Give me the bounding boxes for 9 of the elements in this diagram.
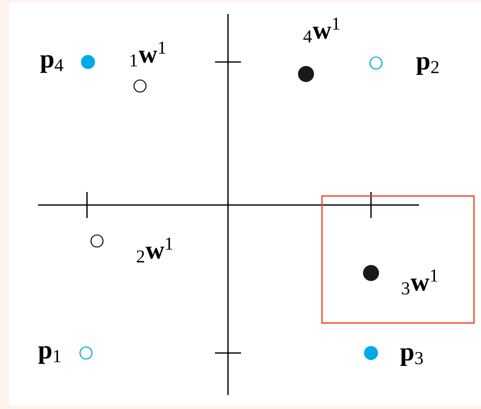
point-label: p$_{3}$ bbox=[400, 348, 423, 366]
highlight-box bbox=[321, 195, 475, 324]
point-label: p$_{4}$ bbox=[40, 55, 64, 73]
point-label: p$_{1}$ bbox=[38, 346, 60, 364]
point-label: p$_{2}$ bbox=[416, 57, 439, 75]
point-label: $_{1}$w$^{1}$ bbox=[130, 42, 166, 66]
point-label: $_{4}$w$^{1}$ bbox=[303, 18, 340, 42]
point-label: $_{2}$w$^{1}$ bbox=[136, 238, 172, 262]
point-label: $_{3}$w$^{1}$ bbox=[402, 270, 438, 294]
